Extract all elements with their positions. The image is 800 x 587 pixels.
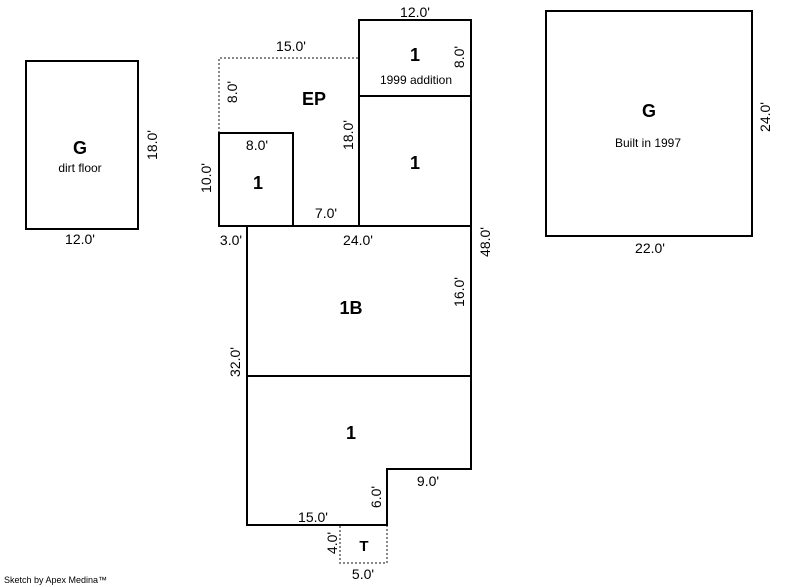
garage-right-height: 24.0' xyxy=(757,102,773,132)
notch-height: 6.0' xyxy=(368,486,384,508)
middle-room: 1 18.0' xyxy=(340,95,472,227)
main-offset: 3.0' xyxy=(220,232,242,248)
porch-width: 15.0' xyxy=(276,38,306,54)
addition-height: 8.0' xyxy=(451,46,467,68)
terrace: T 4.0' 5.0' xyxy=(324,526,388,582)
small-room-label: 1 xyxy=(253,173,263,193)
garage-right-note: Built in 1997 xyxy=(615,136,681,150)
basement-label: 1B xyxy=(339,298,362,318)
addition-label: 1 xyxy=(410,45,420,65)
sketch-credit: Sketch by Apex Medina™ xyxy=(4,575,107,585)
main-structure: 3.0' 24.0' 48.0' 1B 16.0' 32.0' 1 9.0' 6… xyxy=(219,225,493,526)
main-outline xyxy=(246,225,472,526)
lower-label: 1 xyxy=(346,423,356,443)
garage-left-outline xyxy=(25,60,139,230)
middle-room-height: 18.0' xyxy=(340,120,356,150)
garage-left-height: 18.0' xyxy=(144,130,160,160)
basement-height: 16.0' xyxy=(451,277,467,307)
main-total-height: 48.0' xyxy=(477,227,493,257)
garage-left-label: G xyxy=(73,138,87,158)
addition-width: 12.0' xyxy=(400,4,430,20)
garage-right-label: G xyxy=(642,101,656,121)
addition-note: 1999 addition xyxy=(380,73,452,87)
middle-room-label: 1 xyxy=(410,153,420,173)
main-width: 24.0' xyxy=(343,232,373,248)
small-room-width: 8.0' xyxy=(246,137,268,153)
small-room-height: 10.0' xyxy=(198,163,214,193)
notch-width: 9.0' xyxy=(417,473,439,489)
addition-room: 12.0' 1 1999 addition 8.0' xyxy=(358,4,472,97)
terrace-outline xyxy=(339,526,388,564)
garage-left: G dirt floor 18.0' 12.0' xyxy=(25,60,160,247)
porch-outline xyxy=(218,57,359,133)
garage-right-width: 22.0' xyxy=(635,240,665,256)
terrace-label: T xyxy=(359,538,368,555)
small-room: 8.0' 1 10.0' 7.0' xyxy=(198,132,337,227)
enclosed-porch: EP 15.0' 8.0' xyxy=(218,38,359,133)
bottom-width: 15.0' xyxy=(298,509,328,525)
terrace-height: 4.0' xyxy=(324,532,340,554)
garage-right-outline xyxy=(545,10,753,237)
small-room-gap: 7.0' xyxy=(315,205,337,221)
porch-height: 8.0' xyxy=(224,81,240,103)
garage-left-note: dirt floor xyxy=(58,161,101,175)
garage-left-width: 12.0' xyxy=(65,231,95,247)
porch-label: EP xyxy=(302,89,326,109)
garage-right: G Built in 1997 24.0' 22.0' xyxy=(545,10,773,256)
terrace-width: 5.0' xyxy=(352,566,374,582)
lower-height: 32.0' xyxy=(227,347,243,377)
